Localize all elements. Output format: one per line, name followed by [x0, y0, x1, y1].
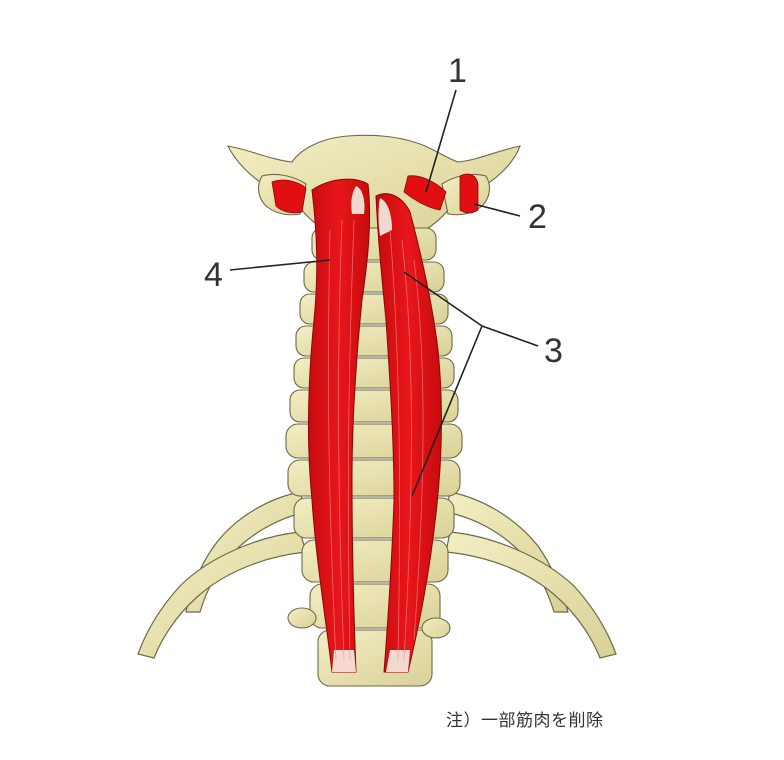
muscle-3-longus-colli — [375, 193, 442, 673]
left-transverse-process — [287, 607, 317, 629]
muscle-4-longus-capitis — [307, 178, 371, 673]
label-1: 1 — [448, 52, 467, 90]
muscle-1-rectus-capitis-anterior — [403, 175, 447, 211]
footnote: 注）一部筋肉を削除 — [446, 711, 604, 731]
leader-line-1 — [425, 89, 457, 193]
label-4: 4 — [204, 256, 223, 294]
label-2: 2 — [528, 198, 547, 236]
tendon-top-left — [351, 186, 365, 214]
muscle-left-lateral-small — [271, 179, 307, 214]
leader-line-3c — [411, 325, 483, 497]
muscle-fibers — [327, 219, 424, 661]
right-second-rib — [445, 531, 617, 659]
leader-line-4 — [229, 259, 331, 271]
right-first-rib — [445, 491, 569, 613]
tendon-top-right — [378, 198, 392, 236]
right-transverse-process — [421, 617, 451, 639]
vertebral-column — [227, 134, 521, 687]
label-3: 3 — [544, 332, 563, 370]
left-second-rib — [137, 531, 307, 659]
leader-line-3a — [481, 325, 539, 347]
ribs — [137, 491, 617, 659]
left-first-rib — [185, 491, 307, 613]
leader-lines — [229, 89, 539, 497]
leader-line-2 — [473, 203, 521, 217]
leader-line-3b — [403, 271, 483, 327]
muscles — [271, 173, 479, 673]
muscle-2-rectus-capitis-lateralis-right — [459, 173, 479, 214]
